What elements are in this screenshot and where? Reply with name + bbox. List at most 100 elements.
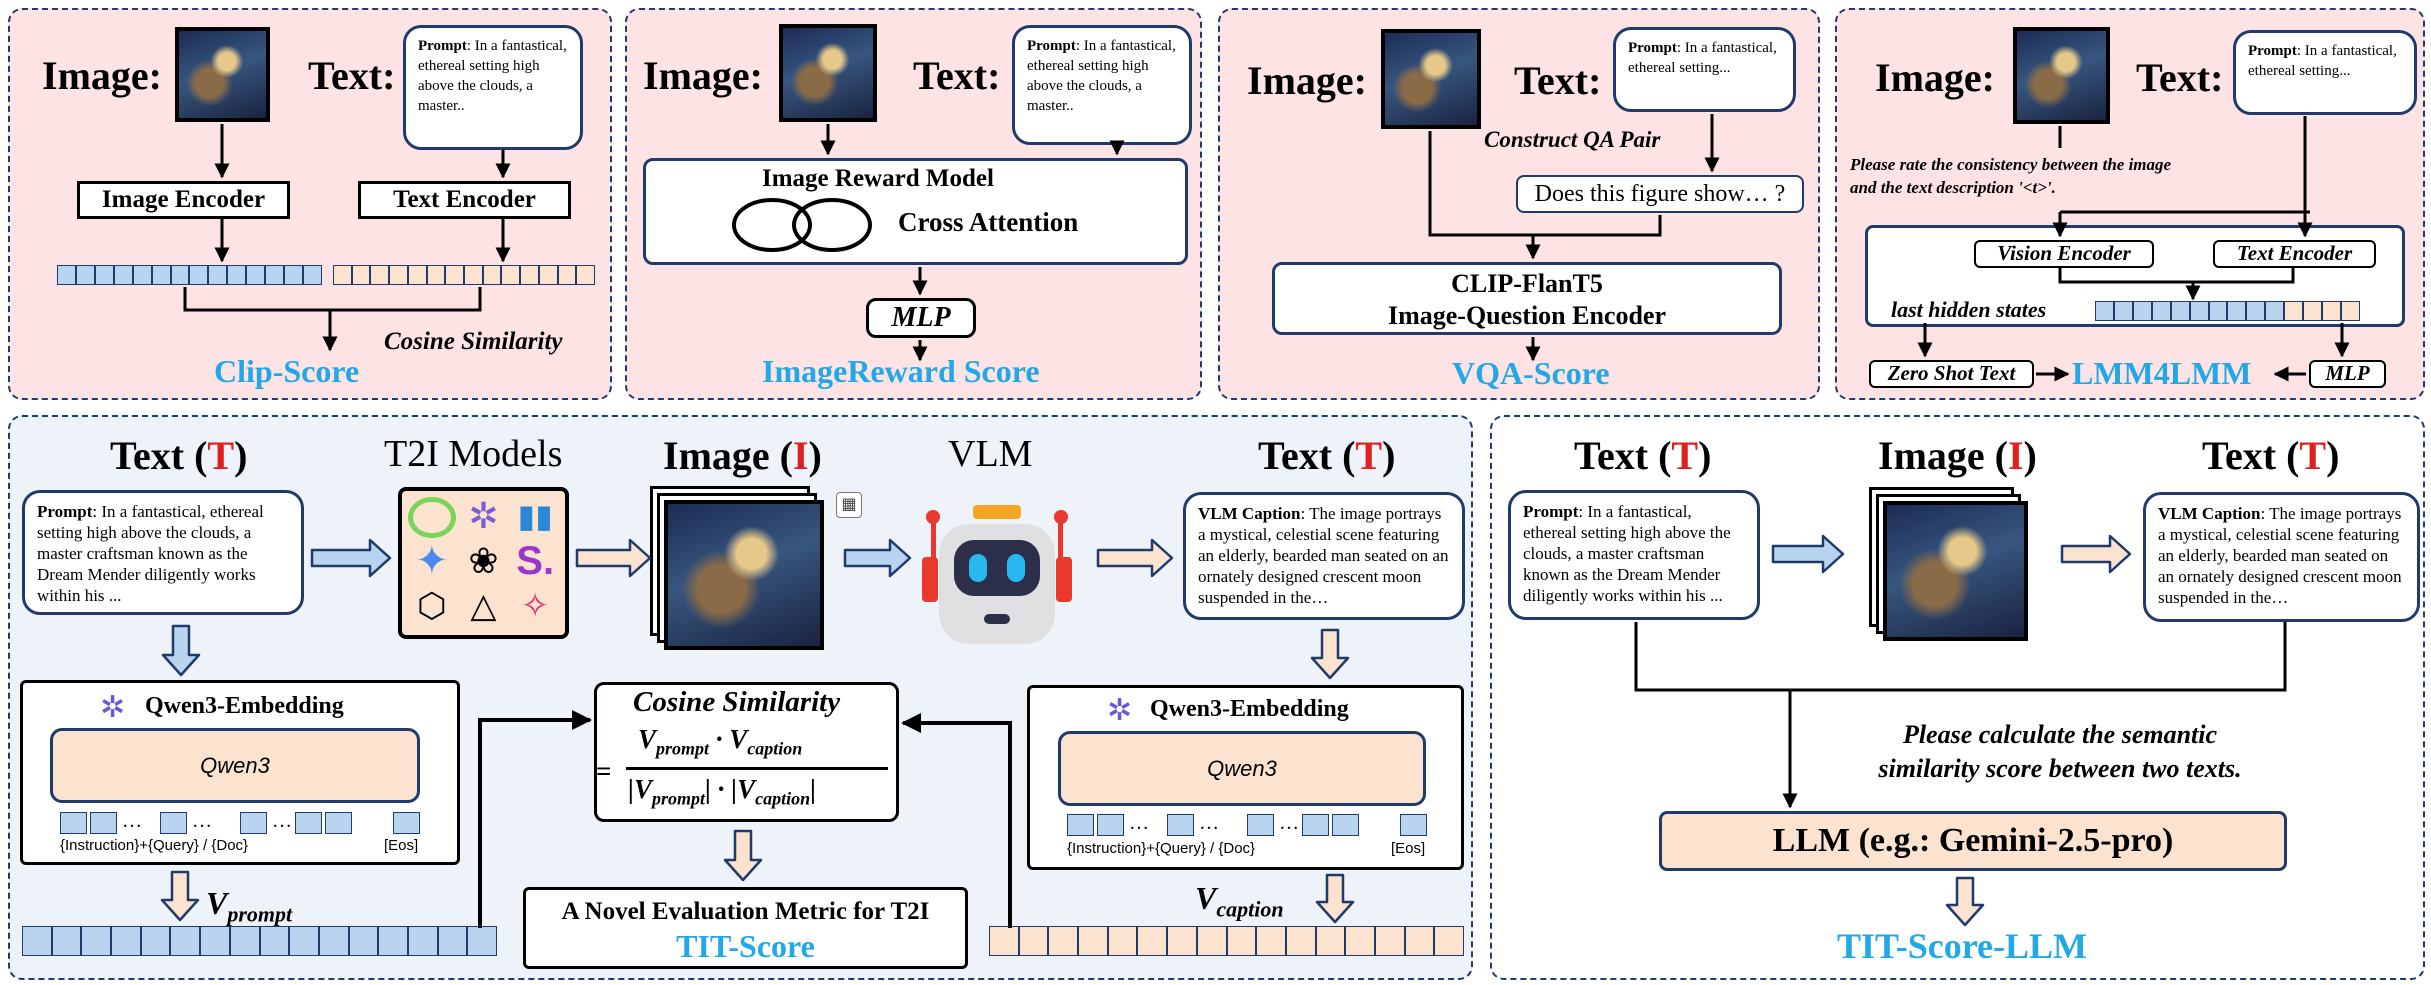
- qwen-left-eos: [Eos]: [384, 837, 419, 854]
- vqa-question-text: Does this figure show… ?: [1534, 180, 1786, 207]
- llm-prompt-bubble: Prompt: In a fantastical, ethereal setti…: [1508, 490, 1760, 620]
- vqa-prompt-key: Prompt: [1628, 40, 1677, 56]
- ir-sample-image: [779, 24, 877, 122]
- qwen-right-model: Qwen3: [1058, 731, 1426, 806]
- qwen-left-tokens: … … …: [60, 810, 430, 834]
- t2i-models-logos: ✲ ▮▮ ✦ ❀ S. ⬡ △ ✧: [398, 487, 569, 639]
- t2i-models-label: T2I Models: [384, 433, 563, 475]
- lmm-prompt-key: Prompt: [2248, 43, 2297, 59]
- novel-metric-label: A Novel Evaluation Metric for T2I: [561, 898, 930, 925]
- tit-caption-key: VLM Caption: [1198, 504, 1301, 523]
- vqa-prompt-text: : In a fantastical, ethereal setting...: [1628, 40, 1777, 76]
- ir-reward-model-label: Image Reward Model: [762, 165, 994, 192]
- lmm-instruction: Please rate the consistency between the …: [1850, 155, 2172, 197]
- llm-box: LLM (e.g.: Gemini-2.5-pro): [1659, 811, 2287, 871]
- clip-prompt-bubble: Prompt: In a fantastical, ethereal setti…: [403, 25, 583, 150]
- lmm-title: LMM4LMM: [2072, 355, 2252, 391]
- clip-text-label: Text:: [308, 53, 396, 98]
- llm-caption-key: VLM Caption: [2158, 504, 2261, 523]
- llm-generated-image: [1883, 501, 2028, 641]
- tit-image-i-label: Image (I): [663, 433, 822, 478]
- lmm-hidden-states: [2095, 301, 2360, 321]
- v-prompt-label: Vprompt: [206, 885, 293, 927]
- lmm-sample-image: [2013, 27, 2110, 124]
- lmm-image-label: Image:: [1875, 55, 1995, 100]
- clip-image-encoder: Image Encoder: [77, 181, 290, 219]
- tit-generated-image: [664, 500, 824, 650]
- clip-image-embedding: [57, 265, 322, 285]
- ir-prompt-bubble: Prompt: In a fantastical, ethereal setti…: [1012, 25, 1192, 145]
- clip-text-embedding: [333, 265, 596, 285]
- qwen-left-model: Qwen3: [50, 728, 420, 803]
- clip-score-title: Clip-Score: [214, 353, 360, 389]
- lmm-zeroshot-box: Zero Shot Text: [1869, 360, 2034, 388]
- lmm-prompt-bubble: Prompt: In a fantastical, ethereal setti…: [2233, 30, 2417, 115]
- llm-prompt-text: : In a fantastical, ethereal setting hig…: [1523, 502, 1731, 605]
- llm-text-t-label-2: Text (T): [2202, 433, 2340, 478]
- qwen-left-token-caption: {Instruction}+{Query} / {Doc}: [60, 837, 249, 854]
- ir-score-title: ImageReward Score: [762, 353, 1040, 389]
- v-caption-vector: [989, 926, 1464, 956]
- llm-caption-bubble: VLM Caption: The image portrays a mystic…: [2143, 492, 2420, 622]
- llm-caption-text: : The image portrays a mystical, celesti…: [2158, 504, 2402, 607]
- vqa-image-label: Image:: [1247, 58, 1367, 103]
- model-logo-icon: ▮▮: [517, 498, 553, 534]
- vqa-prompt-bubble: Prompt: In a fantastical, ethereal setti…: [1613, 27, 1796, 112]
- ir-prompt-key: Prompt: [1027, 38, 1076, 54]
- ir-cross-attention-label: Cross Attention: [898, 207, 1079, 237]
- lmm-mlp-box: MLP: [2309, 360, 2386, 388]
- tit-score-llm-title: TIT-Score-LLM: [1837, 926, 2088, 966]
- tit-prompt-bubble: Prompt: In a fantastical, ethereal setti…: [22, 490, 304, 615]
- model-logo-icon: [408, 497, 456, 539]
- tit-score-result-box: A Novel Evaluation Metric for T2I TIT-Sc…: [523, 887, 968, 969]
- ir-image-label: Image:: [643, 53, 763, 98]
- qwen-right-tokens: … … …: [1067, 812, 1437, 836]
- tit-text-t-label-2: Text (T): [1258, 433, 1396, 478]
- vqa-sample-image: [1381, 29, 1481, 129]
- model-logo-icon: ✦: [415, 538, 449, 584]
- clip-cosine-label: Cosine Similarity: [384, 328, 563, 355]
- image-scan-icon: ▦: [836, 492, 862, 518]
- vlm-label: VLM: [948, 433, 1033, 475]
- ir-prompt-text: : In a fantastical, ethereal setting hig…: [1027, 38, 1176, 114]
- llm-instruction: Please calculate the semantic similarity…: [1878, 720, 2242, 783]
- clip-text-encoder: Text Encoder: [358, 181, 571, 219]
- cosine-similarity-box: [594, 682, 899, 822]
- vqa-text-label: Text:: [1514, 58, 1602, 103]
- tit-score-title: TIT-Score: [676, 928, 815, 964]
- ir-reward-model-box: [643, 158, 1188, 265]
- tit-caption-text: : The image portrays a mystical, celesti…: [1198, 504, 1449, 607]
- lmm-text-encoder: Text Encoder: [2213, 240, 2376, 268]
- vqa-encoder-box: CLIP-FlanT5 Image-Question Encoder: [1272, 262, 1782, 335]
- qwen-embedding-left-title: Qwen3-Embedding: [145, 693, 344, 719]
- qwen-right-token-caption: {Instruction}+{Query} / {Doc}: [1067, 840, 1256, 857]
- ir-mlp-box: MLP: [866, 298, 976, 338]
- vqa-encoder-line1: CLIP-FlanT5: [1451, 269, 1603, 298]
- qwen-logo-icon: ✲: [1107, 694, 1133, 727]
- qwen-embedding-right-title: Qwen3-Embedding: [1150, 696, 1349, 722]
- lmm-text-label: Text:: [2136, 55, 2224, 100]
- clip-sample-image: [175, 27, 270, 122]
- clip-prompt-key: Prompt: [418, 38, 467, 54]
- llm-image-i-label: Image (I): [1878, 433, 2037, 478]
- model-logo-icon: ✲: [468, 496, 499, 536]
- tit-prompt-key: Prompt: [37, 502, 93, 521]
- llm-prompt-key: Prompt: [1523, 502, 1579, 521]
- lmm-hidden-label: last hidden states: [1891, 297, 2047, 322]
- clip-image-label: Image:: [42, 53, 162, 98]
- qwen-right-eos: [Eos]: [1391, 840, 1426, 857]
- clip-prompt-text: : In a fantastical, ethereal setting hig…: [418, 38, 567, 114]
- tit-prompt-text: : In a fantastical, ethereal setting hig…: [37, 502, 264, 605]
- cosine-similarity-title: Cosine Similarity: [633, 686, 841, 718]
- model-logo-icon: ⬡: [416, 587, 447, 625]
- tit-caption-bubble: VLM Caption: The image portrays a mystic…: [1183, 492, 1465, 620]
- lmm-prompt-text: : In a fantastical, ethereal setting...: [2248, 43, 2397, 79]
- llm-text-t-label: Text (T): [1574, 433, 1712, 478]
- v-caption-label: Vcaption: [1195, 880, 1284, 922]
- model-logo-icon: ✧: [520, 587, 550, 625]
- vqa-construct-label: Construct QA Pair: [1484, 127, 1661, 152]
- vqa-question-box: Does this figure show… ?: [1516, 175, 1804, 213]
- model-logo-icon: S.: [516, 539, 555, 584]
- vlm-robot-icon: [922, 502, 1072, 652]
